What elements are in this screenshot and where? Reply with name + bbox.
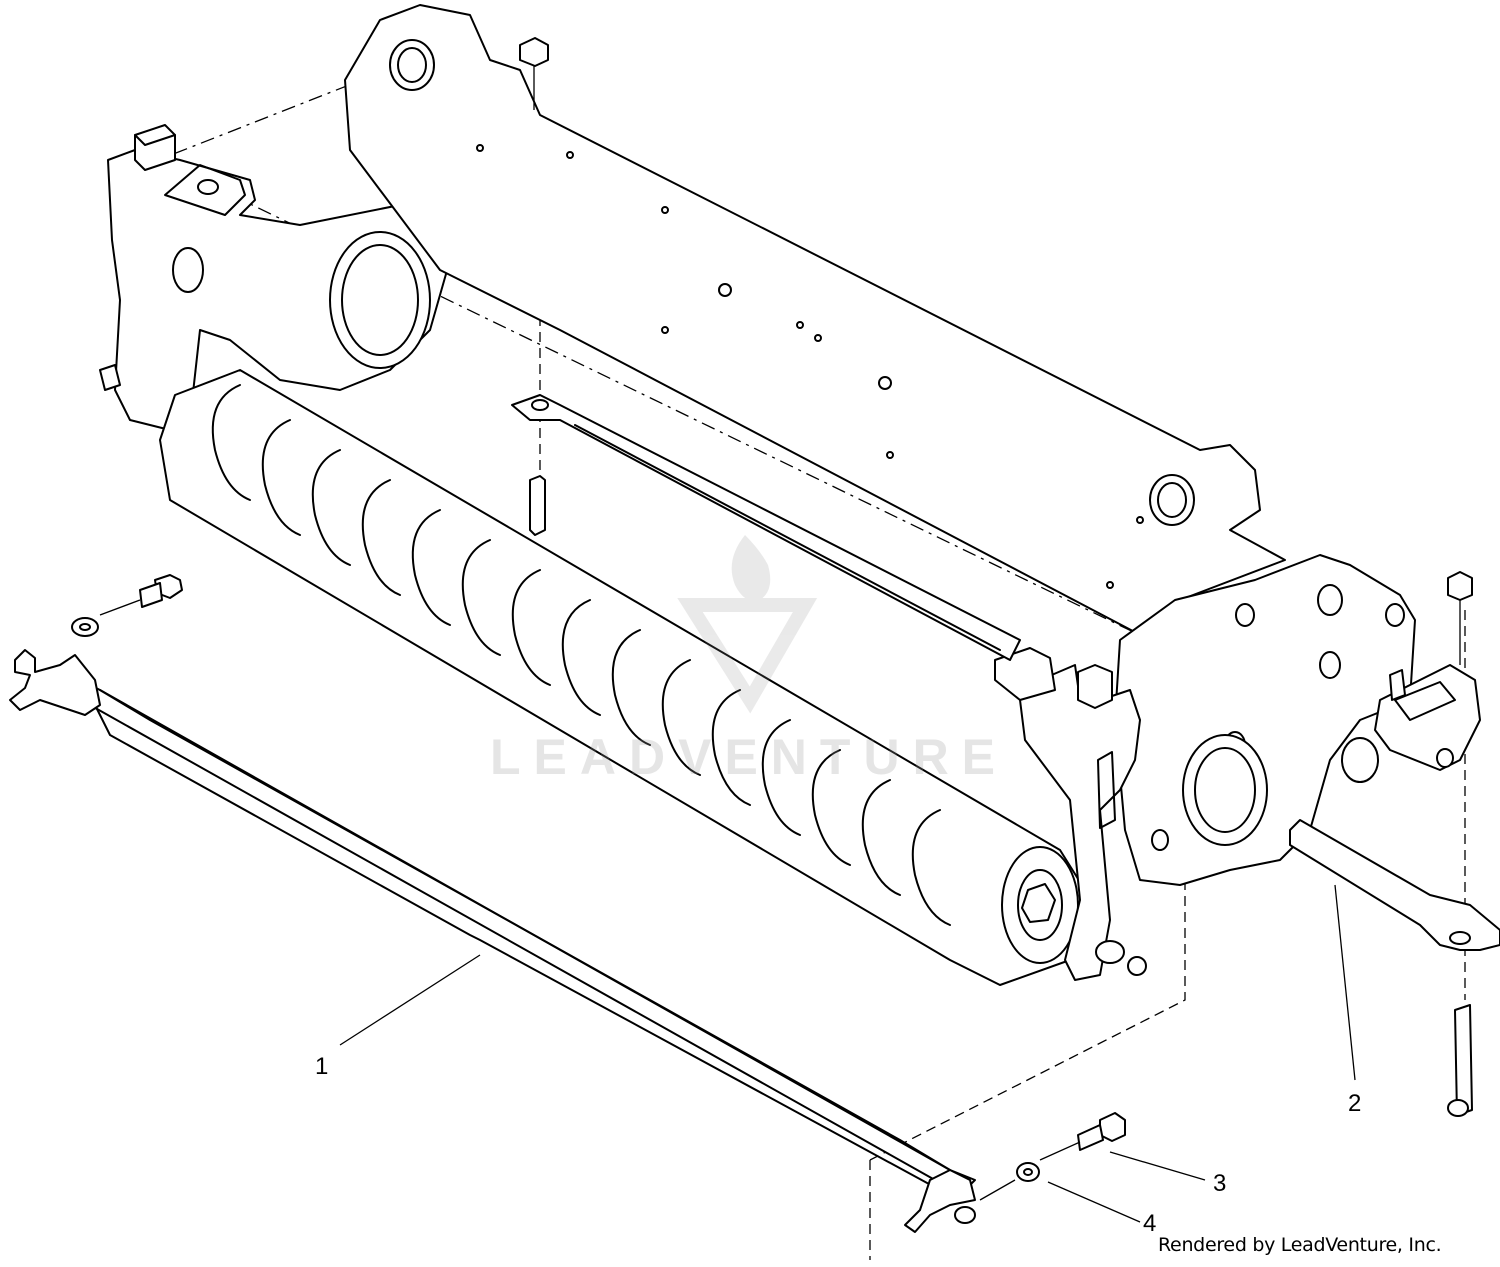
height-adjuster-right (1374, 571, 1481, 771)
upper-frame (344, 4, 1286, 641)
part-3-bolt (1039, 1112, 1126, 1161)
roller-bracket-right (994, 647, 1147, 981)
roller (159, 369, 1086, 986)
part-4-washer (979, 1162, 1040, 1201)
callout-2: 2 (1348, 1090, 1362, 1117)
leader-lines (339, 884, 1356, 1223)
part-1-shield-bar (9, 649, 976, 1233)
watermark-text: LEADVENTURE (490, 729, 1009, 785)
right-side-plate (1114, 554, 1416, 886)
rendered-by-credit: Rendered by LeadVenture, Inc. (1158, 1234, 1442, 1256)
callout-3: 3 (1213, 1170, 1227, 1197)
leadventure-logo-mark (677, 535, 818, 714)
shield-plate-rear (511, 394, 1021, 661)
part-2-shield-plate (1289, 819, 1500, 1117)
callout-4: 4 (1143, 1210, 1157, 1237)
callout-1: 1 (315, 1053, 329, 1080)
left-side-plate (99, 124, 451, 431)
left-bolt-assembly (71, 574, 183, 637)
